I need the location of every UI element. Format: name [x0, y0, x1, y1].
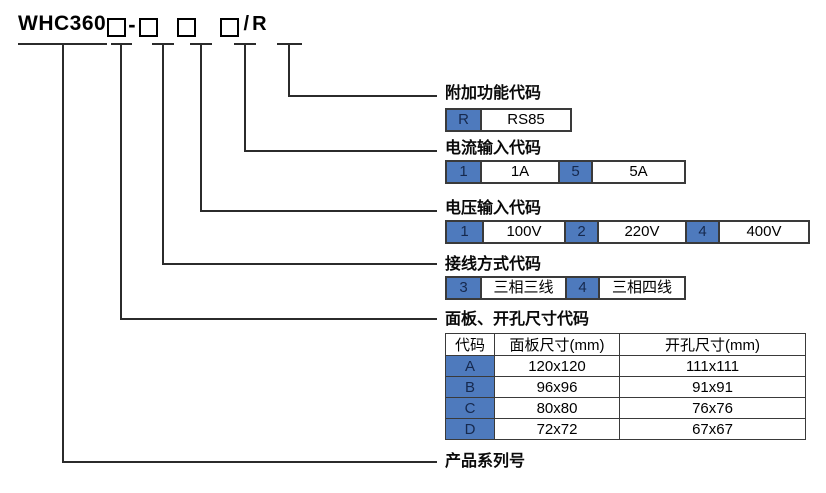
placeholder-box-panel-size-code — [107, 18, 127, 37]
table-row: C 80x80 76x76 — [445, 397, 806, 419]
cell-hole-size: 111x111 — [619, 355, 806, 377]
label-current-input-code: 电流输入代码 — [445, 140, 542, 157]
underline-box2 — [152, 43, 174, 45]
label-panel-size-code: 面板、开孔尺寸代码 — [445, 311, 590, 328]
label-product-series: 产品系列号 — [445, 453, 526, 470]
option-value: 5A — [591, 162, 684, 182]
underline-prefix — [18, 43, 107, 45]
options-voltage-input: 1 100V 2 220V 4 400V — [445, 220, 810, 244]
placeholder-box-wiring-code — [138, 18, 158, 37]
options-wiring-mode: 3 三相三线 4 三相四线 — [445, 276, 686, 300]
placeholder-box-current-code — [219, 18, 239, 37]
connector-voltage-input — [200, 45, 437, 212]
option-code: 3 — [447, 278, 480, 298]
model-prefix: WHC360 — [18, 12, 107, 35]
cell-panel-size: 72x72 — [494, 418, 620, 440]
cell-code: D — [445, 418, 495, 440]
table-row: D 72x72 67x67 — [445, 418, 806, 440]
option-code: 4 — [685, 222, 718, 242]
label-wiring-mode-code: 接线方式代码 — [445, 256, 542, 273]
header-panel-size: 面板尺寸(mm) — [494, 333, 620, 356]
options-current-input: 1 1A 5 5A — [445, 160, 686, 184]
option-code: 1 — [447, 162, 480, 182]
cell-panel-size: 120x120 — [494, 355, 620, 377]
option-value: 220V — [597, 222, 685, 242]
label-additional-function-code: 附加功能代码 — [445, 85, 542, 102]
connector-panel-size — [120, 45, 437, 320]
connector-wiring-mode — [162, 45, 437, 265]
cell-code: A — [445, 355, 495, 377]
option-code: 1 — [447, 222, 482, 242]
table-row: A 120x120 111x111 — [445, 355, 806, 377]
cell-hole-size: 91x91 — [619, 376, 806, 398]
placeholder-box-voltage-code — [176, 18, 196, 37]
option-value: 三相三线 — [480, 278, 565, 298]
option-code: 4 — [565, 278, 598, 298]
label-voltage-input-code: 电压输入代码 — [445, 200, 542, 217]
option-code: 2 — [564, 222, 597, 242]
connector-additional-function — [288, 45, 437, 97]
cell-code: B — [445, 376, 495, 398]
option-value: 三相四线 — [598, 278, 684, 298]
cell-hole-size: 76x76 — [619, 397, 806, 419]
option-value: 400V — [718, 222, 808, 242]
table-header-row: 代码 面板尺寸(mm) 开孔尺寸(mm) — [445, 333, 806, 356]
cell-panel-size: 80x80 — [494, 397, 620, 419]
underline-suffix — [277, 43, 302, 45]
model-suffix-r: R — [252, 13, 267, 35]
options-additional-function: R RS85 — [445, 108, 572, 132]
header-hole-size: 开孔尺寸(mm) — [619, 333, 806, 356]
cell-panel-size: 96x96 — [494, 376, 620, 398]
cell-hole-size: 67x67 — [619, 418, 806, 440]
panel-size-table: 代码 面板尺寸(mm) 开孔尺寸(mm) A 120x120 111x111 B… — [445, 333, 806, 440]
option-value: 100V — [482, 222, 564, 242]
header-code: 代码 — [445, 333, 495, 356]
model-dash: - — [128, 12, 136, 37]
option-code: 5 — [558, 162, 591, 182]
underline-box1 — [111, 43, 132, 45]
underline-box4 — [234, 43, 256, 45]
option-value: 1A — [480, 162, 558, 182]
cell-code: C — [445, 397, 495, 419]
model-number: WHC360 - / R — [18, 8, 267, 38]
option-code: R — [447, 110, 480, 130]
model-slash: / — [243, 13, 250, 35]
option-value: RS85 — [480, 110, 570, 130]
connector-product-series — [62, 45, 437, 463]
table-row: B 96x96 91x91 — [445, 376, 806, 398]
connector-current-input — [244, 45, 437, 152]
underline-box3 — [190, 43, 212, 45]
